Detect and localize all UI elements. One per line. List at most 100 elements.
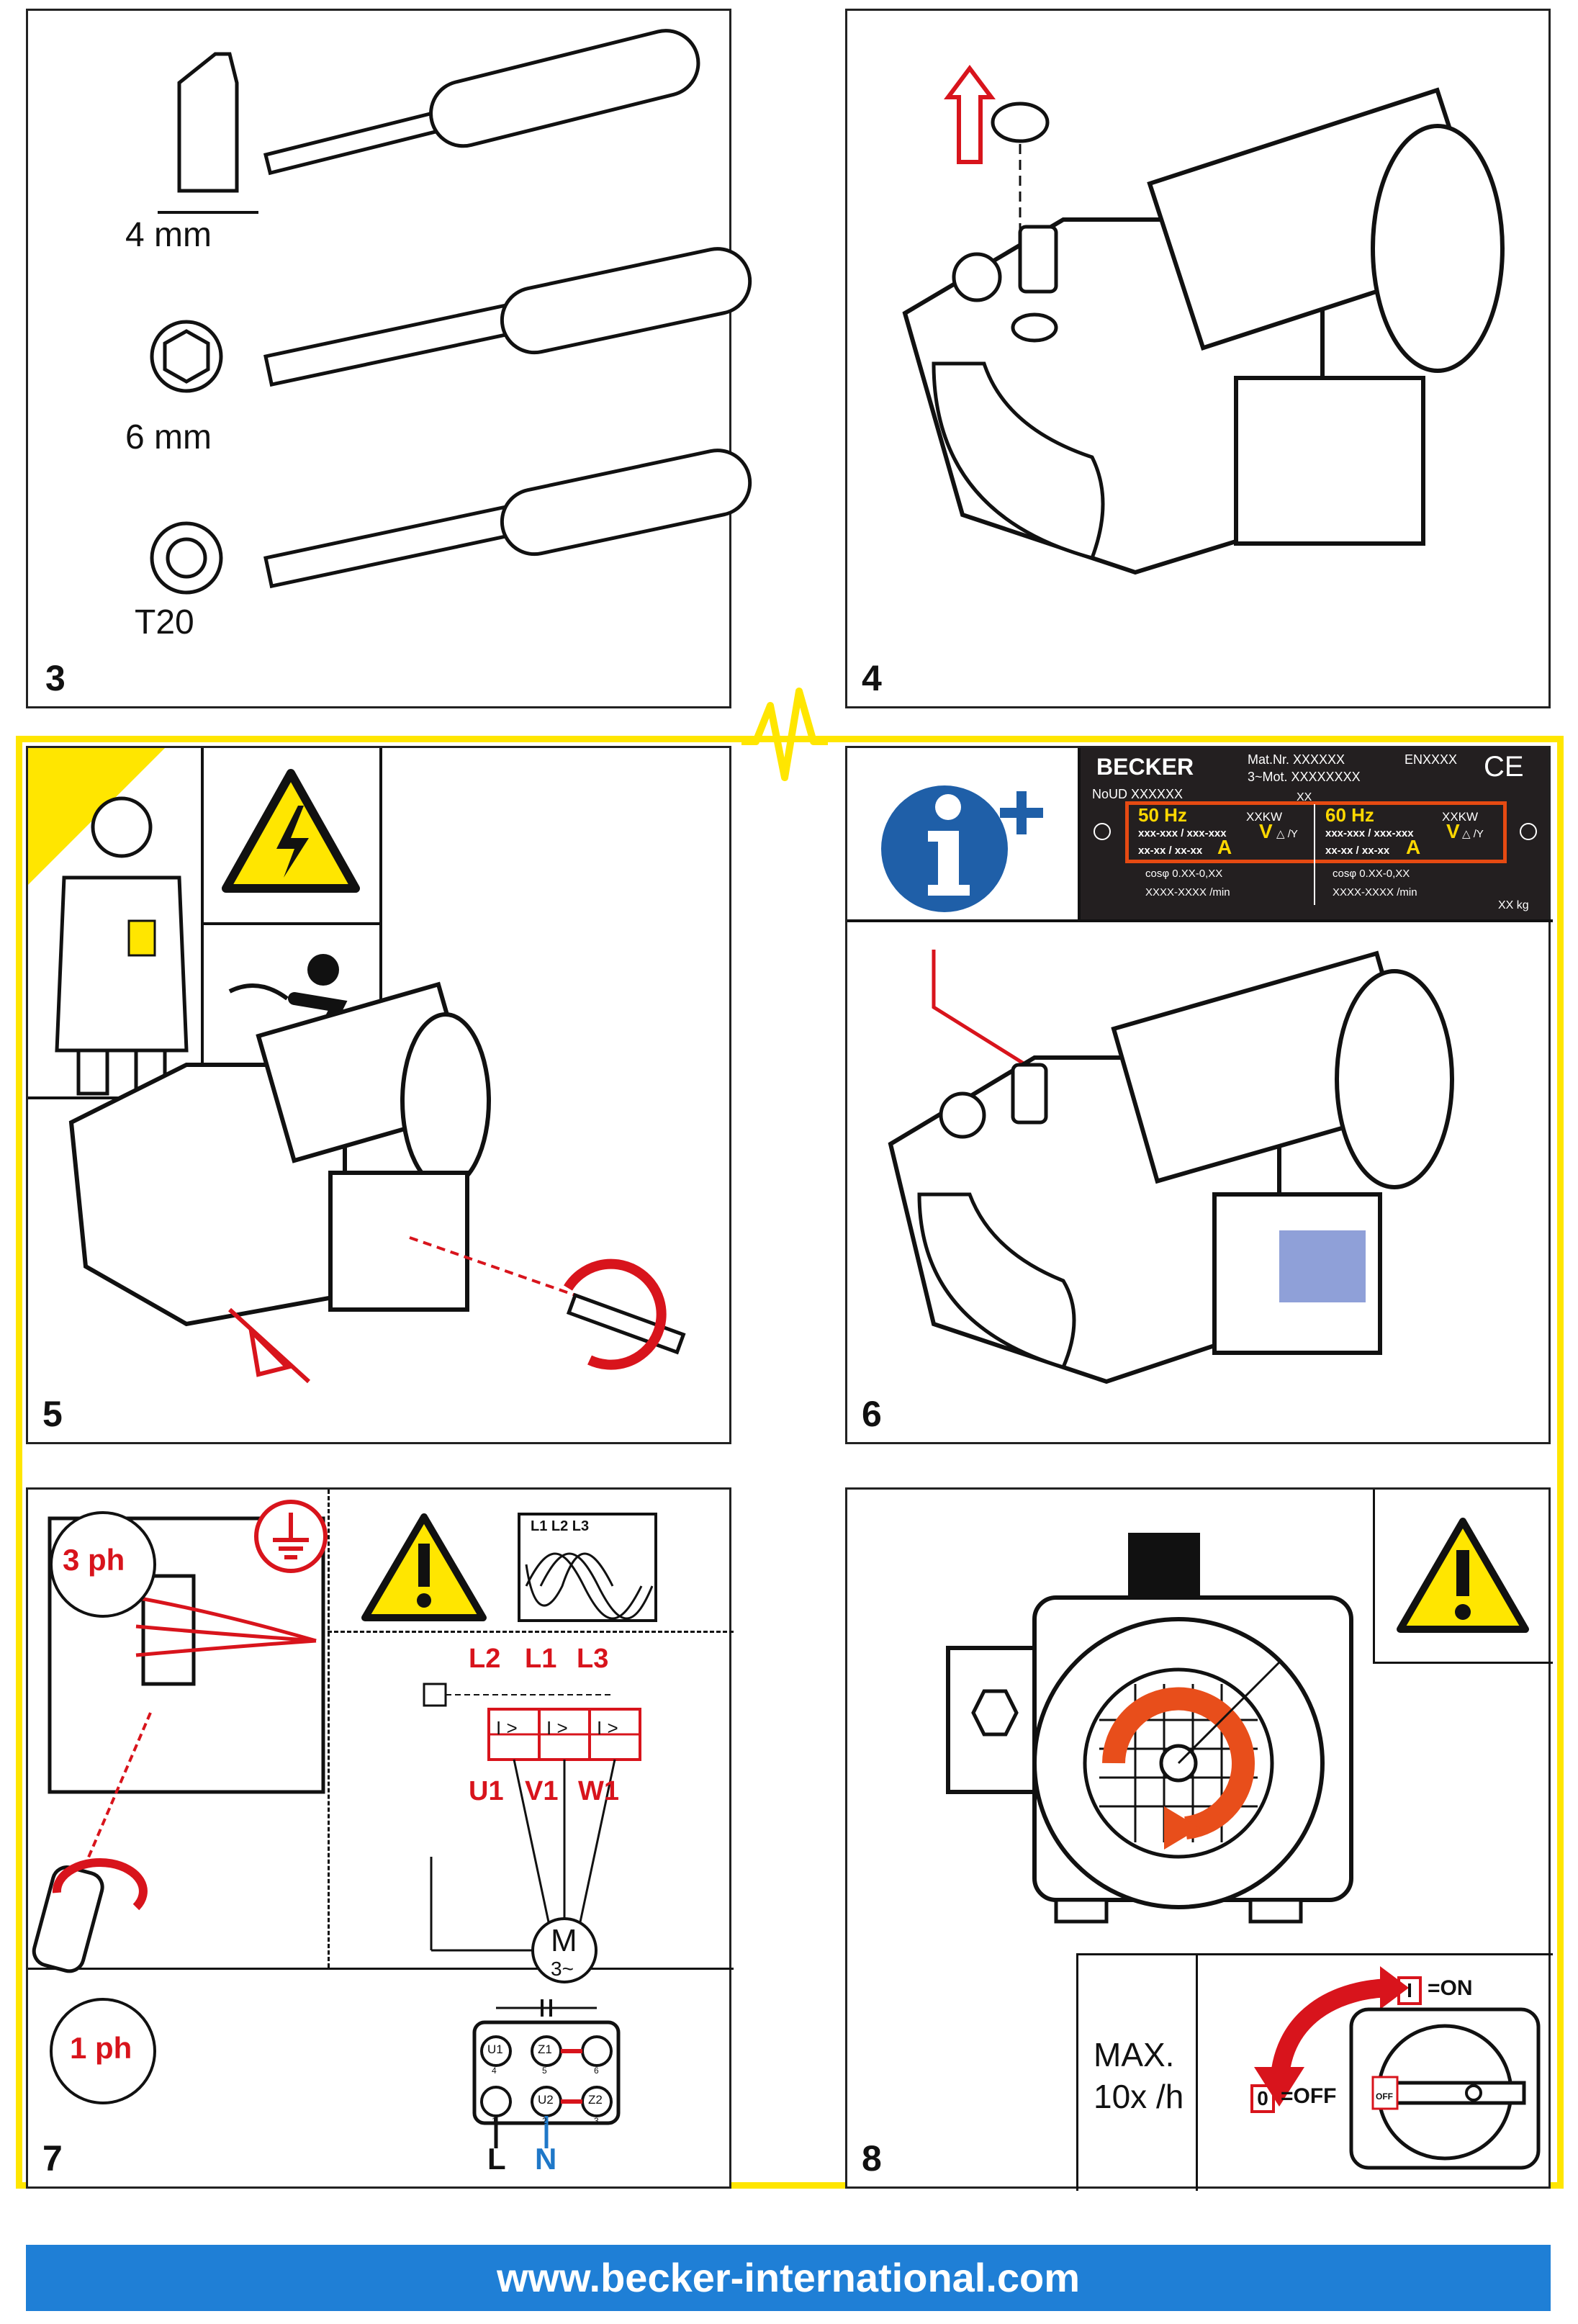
phase-l3: L3 [577,1644,609,1674]
p7-vertical-divider [328,1490,330,1968]
dy50: △ /Y [1276,828,1298,840]
line-l: L [487,2142,506,2176]
torx-size-label: T20 [135,603,194,641]
warning-triangle-icon [1397,1518,1529,1633]
panel-4-plug-removal: 4 [845,9,1551,708]
panel-number: 8 [862,2138,882,2179]
electrician-figure-icon [55,796,189,1096]
motor-symbol: M [551,1923,577,1958]
pump-nameplate-illustration [888,950,1454,1384]
panel-8-rotation: MAX. 10x /h I =ON 0 =OFF OFF 8 [845,1487,1553,2191]
screwdriver-flat-icon [158,29,700,214]
en-code: ENXXXX [1405,752,1458,767]
warning-triangle-icon [361,1513,487,1621]
relay-3: I > [597,1717,618,1739]
tb-n6: 6 [594,2066,599,2076]
v60: V [1446,820,1460,842]
cos50: cosφ 0.XX-0,XX [1145,868,1223,880]
dy60: △ /Y [1462,828,1484,840]
p7-dashed-wire [328,1631,734,1633]
high-voltage-warning-icon [222,769,360,893]
on-indicator: I [1397,1976,1422,2005]
relay-1: I > [496,1717,518,1739]
tb-u2: U2 [538,2093,554,2107]
ce-mark: CE [1484,751,1524,783]
panel-number: 3 [45,658,66,698]
nameplate-xx: XX [1297,791,1312,803]
hz60-label: 60 Hz [1325,804,1374,826]
voltage-highlight-box [1125,801,1507,863]
rpm60: XXXX-XXXX /min [1333,886,1417,898]
panel-6-nameplate: BECKER Mat.Nr. XXXXXX ENXXXX CE 3~Mot. X… [845,746,1553,1444]
max-label: MAX. [1094,2036,1175,2073]
cos60: cosφ 0.XX-0,XX [1333,868,1410,880]
panel-number: 6 [862,1394,882,1434]
one-phase-badge [50,1998,156,2104]
v50: V [1259,820,1273,842]
on-label: =ON [1428,1976,1473,2000]
kw60: XXKW [1442,810,1479,824]
three-phase-wave-icon [518,1513,657,1622]
switch-arrow-icon [1254,1966,1409,2107]
plate-divider [1314,804,1315,905]
noud: NoUD XXXXXX [1092,787,1184,801]
volt50: xxx-xxx / xxx-xxx [1138,827,1227,839]
kw50: XXKW [1246,810,1283,824]
tb-n5: 5 [542,2066,547,2076]
phase-l1: L1 [525,1644,557,1674]
tb-z1: Z1 [538,2042,552,2056]
hex-bit-icon [150,247,752,393]
wave-labels: L1 L2 L3 [531,1518,590,1534]
contactor-diagram [423,1683,641,1983]
pump-terminal-illustration [68,981,686,1384]
one-phase-label: 1 ph [70,2031,132,2065]
terminal-v1: V1 [525,1776,559,1806]
rate-label: 10x /h [1094,2078,1184,2115]
tb-z2: Z2 [588,2093,603,2107]
ground-icon [254,1500,328,1573]
brand-logo: BECKER [1096,754,1194,780]
plate-hole-left [1094,823,1111,840]
tb-u1: U1 [487,2042,503,2056]
torx-bit-icon [150,449,752,595]
p8-warning-box [1373,1490,1553,1664]
relay-2: I > [546,1717,568,1739]
p8-bottom-box [1076,1953,1553,2191]
amp50: xx-xx / xx-xx [1138,845,1203,857]
main-switch-knob [1349,2007,1541,2170]
info-box-bottom [847,919,1553,922]
footer-url[interactable]: www.becker-international.com [26,2245,1551,2311]
knob-off: OFF [1376,2091,1393,2102]
hex-size-label: 6 mm [125,418,212,456]
tb-n4: 4 [492,2066,497,2076]
three-phase-badge [50,1511,156,1618]
panel-number: 4 [862,658,882,698]
terminal-w1: W1 [578,1776,619,1806]
off-indicator: 0 [1250,2084,1275,2113]
pump-illustration [902,65,1505,575]
rpm50: XXXX-XXXX /min [1145,886,1230,898]
nameplate: BECKER Mat.Nr. XXXXXX ENXXXX CE 3~Mot. X… [1081,748,1548,919]
mot-type: 3~Mot. XXXXXXXX [1248,770,1361,784]
amp60: xx-xx / xx-xx [1325,845,1390,857]
tb-n2: 2 [542,2116,547,2126]
warning-box-mid [201,922,381,925]
weight: XX kg [1498,899,1529,911]
panel-number: 5 [42,1394,63,1434]
warning-box-right [379,748,382,1099]
off-label: =OFF [1281,2084,1337,2108]
a60: A [1406,836,1421,858]
panel-5-terminal-box: 5 [26,746,731,1444]
zigzag-icon [741,688,828,781]
tb-n1: 1 [492,2116,497,2126]
panel-number: 7 [42,2138,63,2179]
flat-size-label: 4 mm [125,216,212,254]
phase-l2: L2 [469,1644,501,1674]
hz50-label: 50 Hz [1138,804,1187,826]
three-phase-label: 3 ph [63,1543,125,1577]
p8-bottom-divider [1196,1953,1198,2191]
tb-n3: 3 [594,2116,599,2126]
fan-rotation-illustration [946,1533,1353,1924]
terminal-u1: U1 [469,1776,504,1806]
panel-7-wiring: 3 ph L1 L2 L3 L2 L1 L3 I > I > I > U1 [26,1487,734,2189]
